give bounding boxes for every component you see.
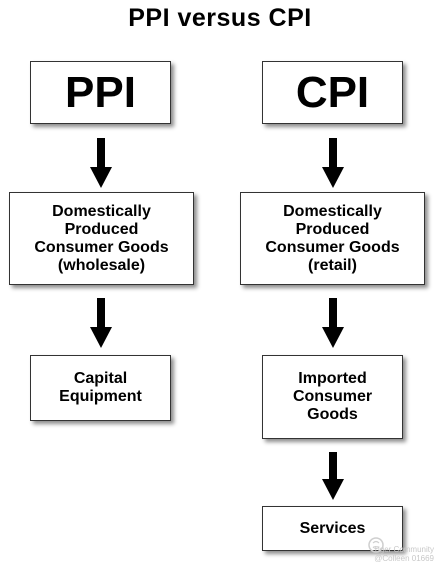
imported-consumer-goods-box: Imported Consumer Goods <box>262 355 403 439</box>
ppi-label: PPI <box>65 67 136 117</box>
arrow-cpi-to-imported <box>322 298 344 348</box>
cpi-retail-goods-box: Domestically Produced Consumer Goods (re… <box>240 192 425 285</box>
ppi-wholesale-goods-label: Domestically Produced Consumer Goods (wh… <box>34 202 169 274</box>
tiger-logo-icon <box>368 537 384 553</box>
watermark-line-1: Tiger Community <box>373 545 434 554</box>
watermark: Tiger Community @Colleen 01669 <box>373 545 434 563</box>
arrow-ppi-to-capital <box>90 298 112 348</box>
capital-equipment-box: Capital Equipment <box>30 355 171 421</box>
arrow-cpi-to-services <box>322 452 344 500</box>
services-box: Services <box>262 506 403 551</box>
ppi-wholesale-goods-box: Domestically Produced Consumer Goods (wh… <box>9 192 194 285</box>
capital-equipment-label: Capital Equipment <box>59 370 142 405</box>
cpi-retail-goods-label: Domestically Produced Consumer Goods (re… <box>265 202 400 274</box>
diagram-title: PPI versus CPI <box>128 4 312 32</box>
watermark-line-2: @Colleen 01669 <box>374 554 434 563</box>
arrow-cpi-to-goods <box>322 138 344 188</box>
services-label: Services <box>299 519 366 537</box>
cpi-box: CPI <box>262 61 403 124</box>
imported-consumer-goods-label: Imported Consumer Goods <box>292 370 373 423</box>
ppi-box: PPI <box>30 61 171 124</box>
arrow-ppi-to-goods <box>90 138 112 188</box>
cpi-label: CPI <box>295 67 370 117</box>
